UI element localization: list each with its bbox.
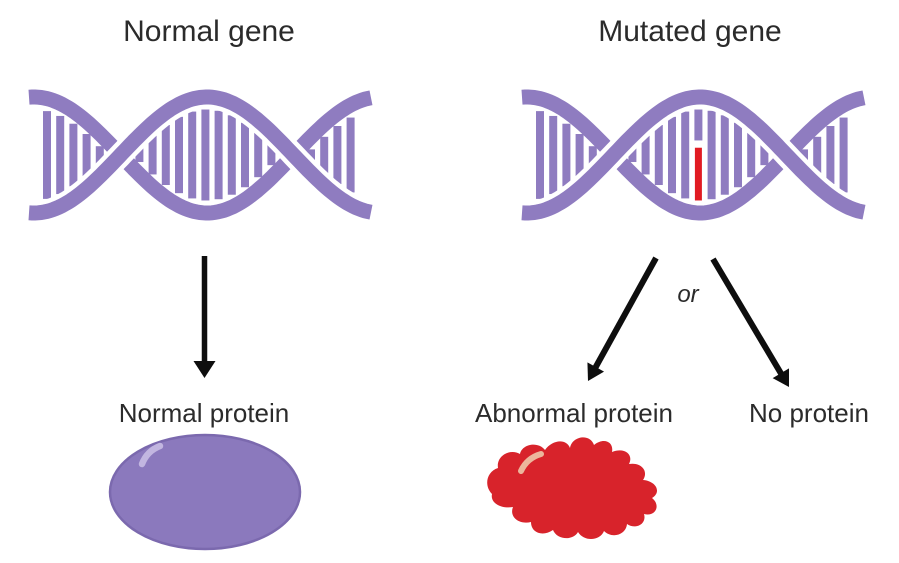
base-pair-rung	[346, 117, 355, 193]
arrow-down-icon	[193, 256, 216, 378]
base-pair-rung	[214, 110, 223, 200]
normal-protein-highlight	[138, 442, 164, 468]
base-pair-rung	[549, 115, 558, 195]
base-pair-rung	[575, 134, 584, 176]
base-pair-rung	[161, 124, 170, 186]
base-pair-rung	[707, 110, 716, 200]
base-pair-rung	[267, 144, 276, 166]
base-pair-rung	[536, 111, 544, 199]
base-pair-rung	[747, 132, 756, 178]
base-pair-rung	[227, 115, 236, 195]
base-pair-rung	[813, 136, 822, 174]
abnormal-protein-label: Abnormal protein	[475, 398, 673, 428]
base-pair-rung	[760, 144, 769, 166]
base-pair-rung	[43, 111, 51, 199]
base-pair-rung	[668, 116, 676, 194]
base-pair-rung	[681, 111, 690, 199]
base-pair-rung	[839, 117, 848, 193]
mutation-mark	[694, 147, 702, 201]
base-pair-rung	[254, 132, 263, 178]
base-pair-rung	[95, 146, 104, 164]
base-pair-rung	[241, 122, 249, 188]
normal-gene-title: Normal gene	[123, 15, 295, 48]
normal-protein-shape	[108, 433, 302, 551]
base-pair-rung	[175, 116, 183, 194]
base-pair-rung	[148, 135, 157, 175]
mutated-gene-title: Mutated gene	[598, 15, 782, 48]
abnormal-protein-shape	[487, 437, 658, 540]
base-pair-rung	[69, 123, 78, 187]
normal-protein-label: Normal protein	[118, 398, 290, 428]
base-pair-rung	[562, 123, 571, 187]
dna-helix-normal-icon	[28, 85, 374, 225]
base-pair-rung	[641, 135, 650, 175]
base-pair-rung	[734, 122, 742, 188]
base-pair-rung	[307, 149, 315, 161]
base-pair-rung	[320, 136, 329, 174]
base-pair-rung	[800, 149, 808, 161]
base-pair-rung	[333, 126, 342, 184]
base-pair-rung	[654, 124, 663, 186]
base-pair-rung	[628, 147, 637, 163]
base-pair-rung	[56, 115, 65, 195]
base-pair-rung	[188, 111, 197, 199]
base-pair-rung	[826, 126, 835, 184]
base-pair-rung	[82, 134, 91, 176]
helix-strand-over	[28, 89, 373, 221]
base-pair-rung	[720, 115, 729, 195]
truncated-rung	[694, 109, 703, 141]
arrow-down-left-icon	[587, 256, 659, 381]
helix-strand-under	[28, 89, 373, 221]
no-protein-label: No protein	[749, 398, 869, 428]
base-pair-rung	[135, 147, 144, 163]
abnormal-protein-highlight	[518, 451, 544, 474]
helix-strand-under	[521, 89, 866, 221]
helix-strand-over	[521, 89, 866, 221]
arrow-down-right-icon	[710, 257, 789, 387]
dna-helix-mutated-icon	[521, 85, 867, 225]
base-pair-rung	[201, 109, 210, 201]
base-pair-rung	[588, 146, 597, 164]
or-label: or	[677, 281, 699, 308]
